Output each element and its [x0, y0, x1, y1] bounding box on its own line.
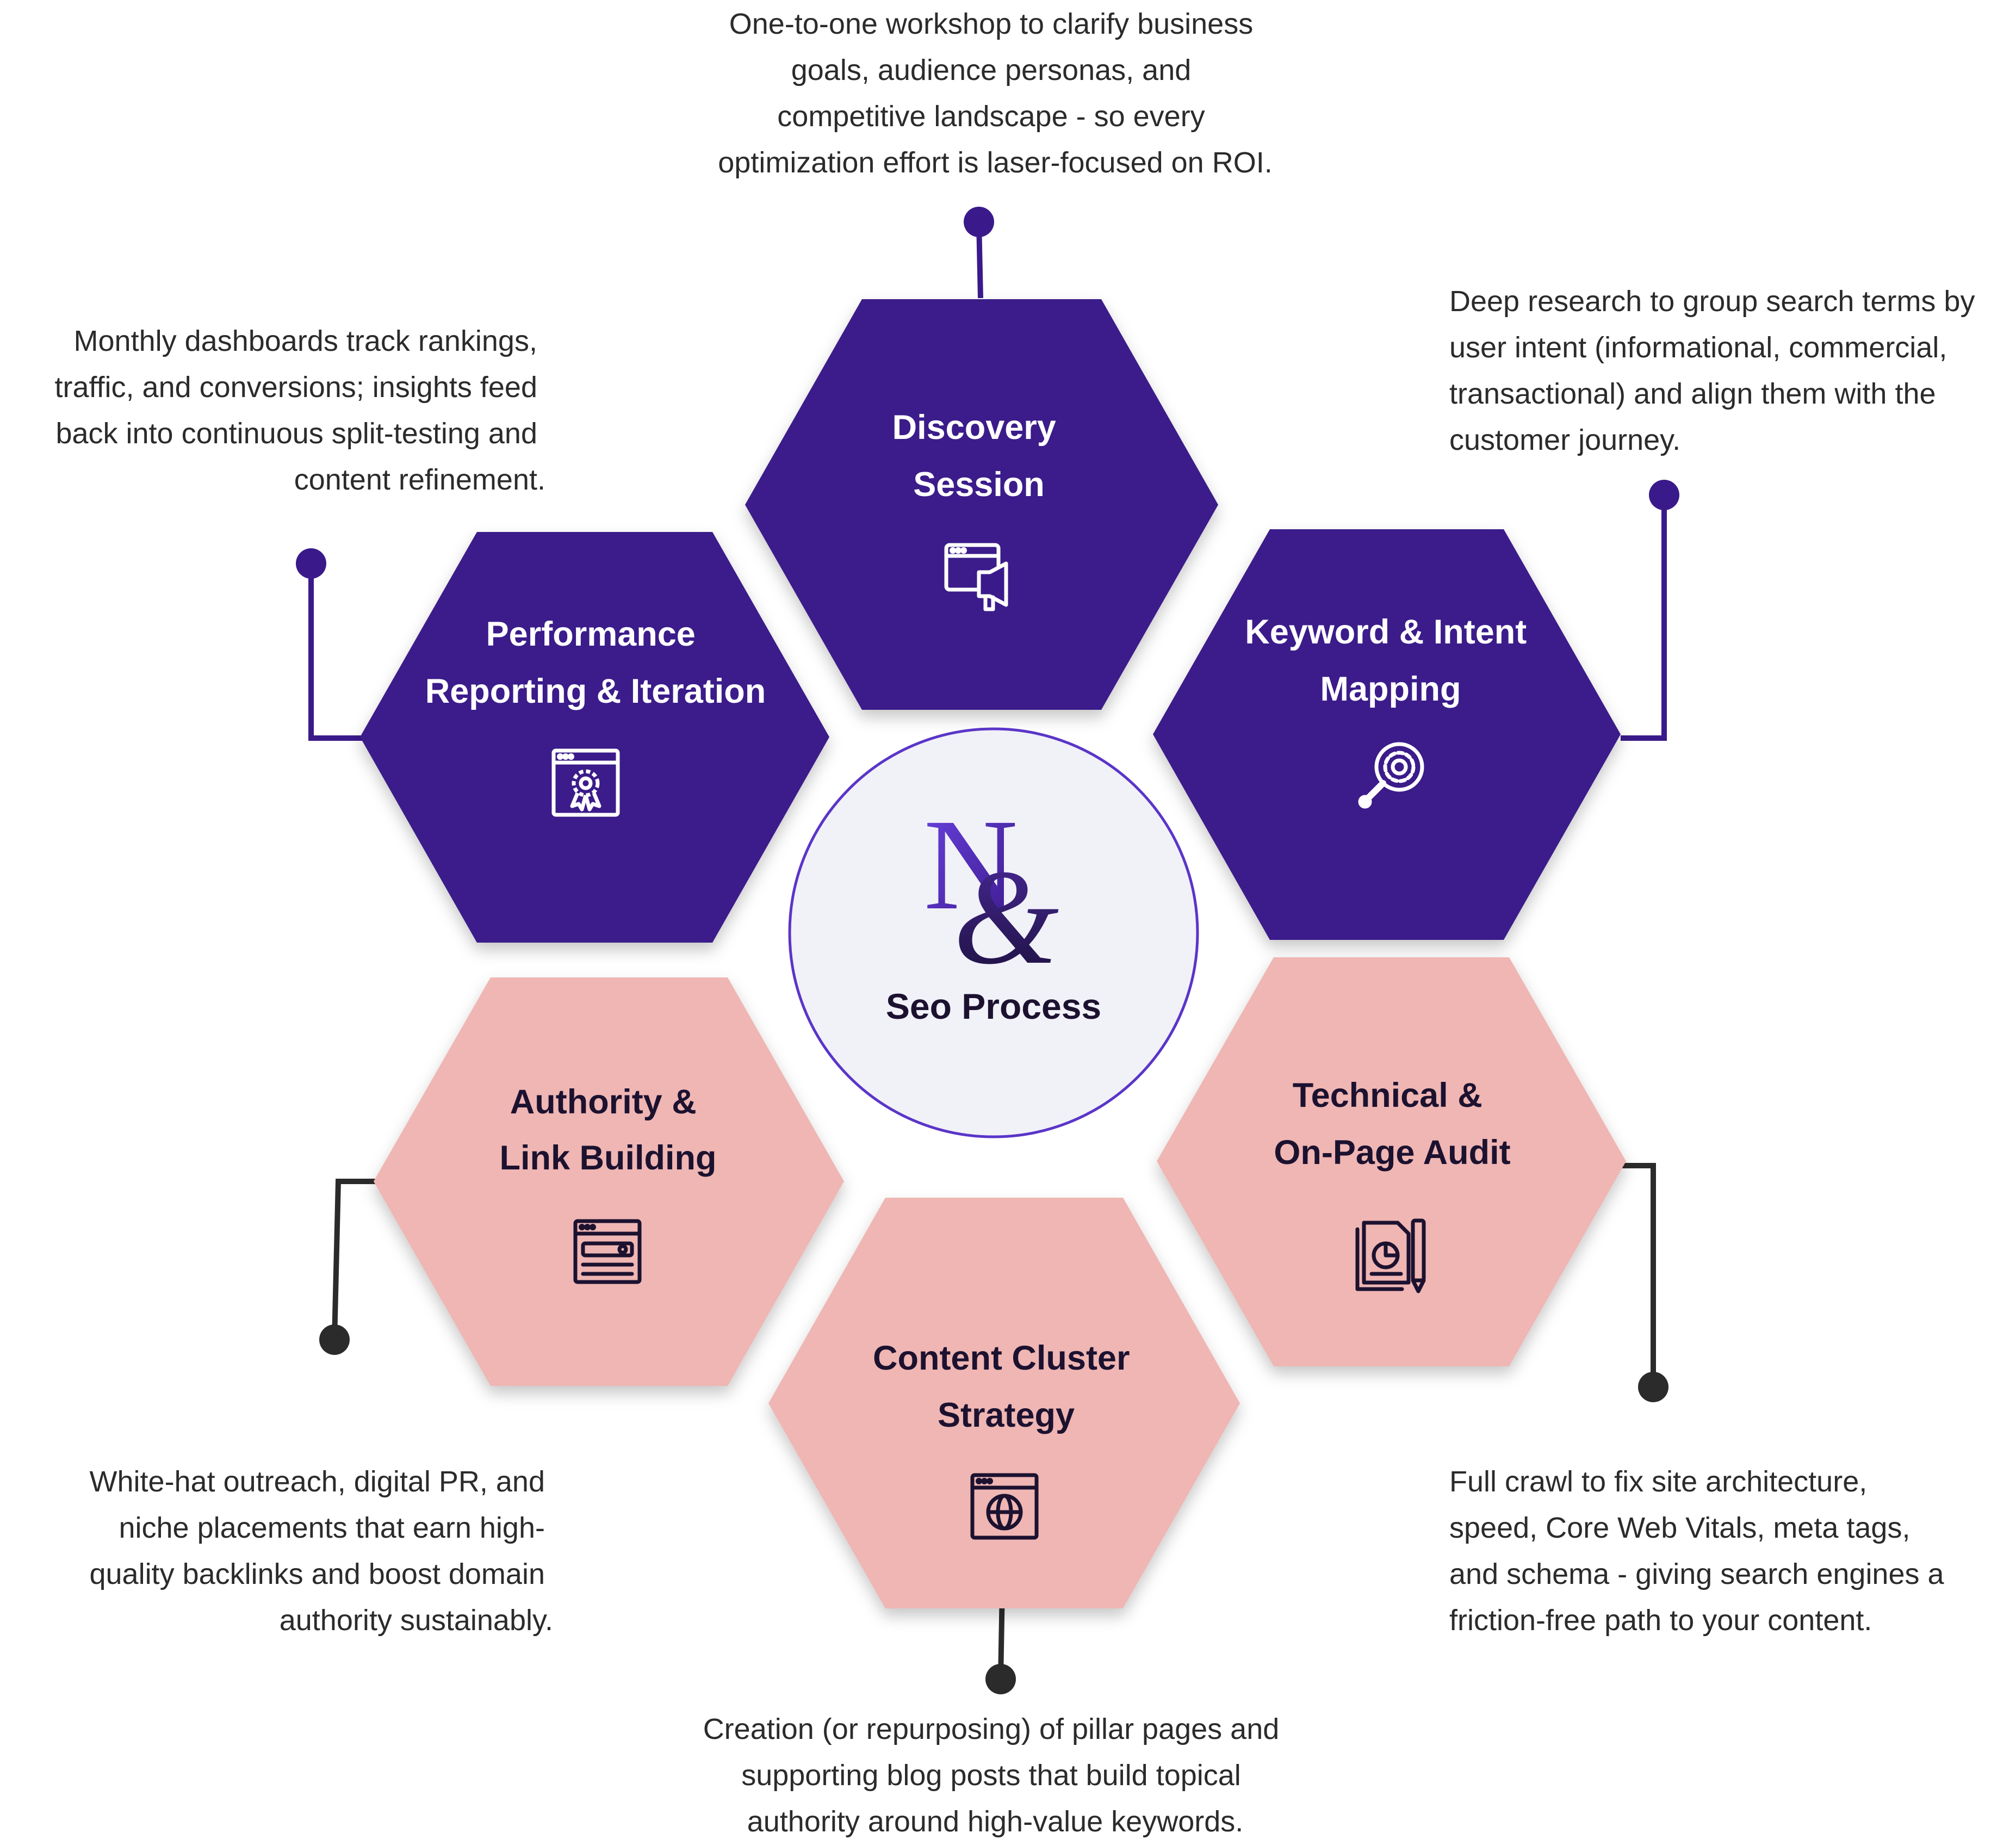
hex-performance: Performance Reporting & Iteration — [360, 532, 829, 943]
description-keyword: Deep research to group search terms by u… — [1449, 285, 1983, 456]
step-title-technical: Technical & On-Page Audit — [1274, 1076, 1510, 1172]
browser-megaphone-icon — [944, 543, 1008, 611]
hexagon-shape — [768, 1198, 1240, 1608]
description-authority: White-hat outreach, digital PR, and nich… — [89, 1465, 553, 1637]
logo-ampersand: & — [953, 842, 1059, 993]
hexagon-shape — [745, 299, 1218, 710]
description-technical: Full crawl to fix site architecture, spe… — [1449, 1465, 1952, 1637]
browser-search-icon — [573, 1219, 642, 1284]
hex-keyword: Keyword & Intent Mapping — [1153, 529, 1621, 940]
hex-technical: Technical & On-Page Audit — [1157, 957, 1626, 1366]
report-pencil-icon — [1355, 1218, 1426, 1293]
hex-discovery: Discovery Session — [745, 299, 1218, 710]
magnifier-gear-icon — [1358, 742, 1424, 809]
browser-globe-icon — [970, 1473, 1039, 1540]
connector-authority — [319, 1179, 375, 1355]
connector-dot-authority — [319, 1324, 350, 1355]
description-discovery: One-to-one workshop to clarify business … — [718, 8, 1272, 179]
hex-authority: Authority & Link Building — [374, 977, 844, 1386]
hexagon-shape — [1153, 529, 1621, 940]
hex-content: Content Cluster Strategy — [768, 1198, 1240, 1608]
connector-dot-performance — [296, 548, 326, 579]
hexagon-shape — [374, 977, 844, 1386]
connector-keyword — [1621, 480, 1679, 741]
step-title-content: Content Cluster Strategy — [873, 1339, 1139, 1434]
description-content: Creation (or repurposing) of pillar page… — [703, 1713, 1288, 1838]
step-title-keyword: Keyword & Intent Mapping — [1245, 613, 1536, 708]
browser-award-icon — [551, 748, 620, 817]
logo-letter-n: N — [923, 792, 1018, 937]
center-label: Seo Process — [886, 986, 1101, 1026]
connector-dot-keyword — [1649, 480, 1679, 510]
center-disc — [788, 727, 1199, 1138]
step-title-discovery: Discovery Session — [892, 408, 1066, 504]
hexagon-shape — [1157, 957, 1626, 1366]
connector-discovery — [964, 207, 994, 299]
brand-logo: N & — [923, 792, 1059, 993]
connector-performance — [296, 548, 364, 741]
step-title-authority: Authority & Link Building — [500, 1083, 717, 1177]
connector-dot-discovery — [964, 207, 994, 237]
connector-dot-technical — [1638, 1372, 1668, 1402]
description-performance: Monthly dashboards track rankings, traff… — [54, 325, 545, 496]
connector-dot-content — [985, 1664, 1016, 1694]
step-title-performance: Performance Reporting & Iteration — [425, 615, 766, 710]
center-circle: N & Seo Process — [788, 727, 1199, 1138]
hexagon-shape — [360, 532, 829, 943]
